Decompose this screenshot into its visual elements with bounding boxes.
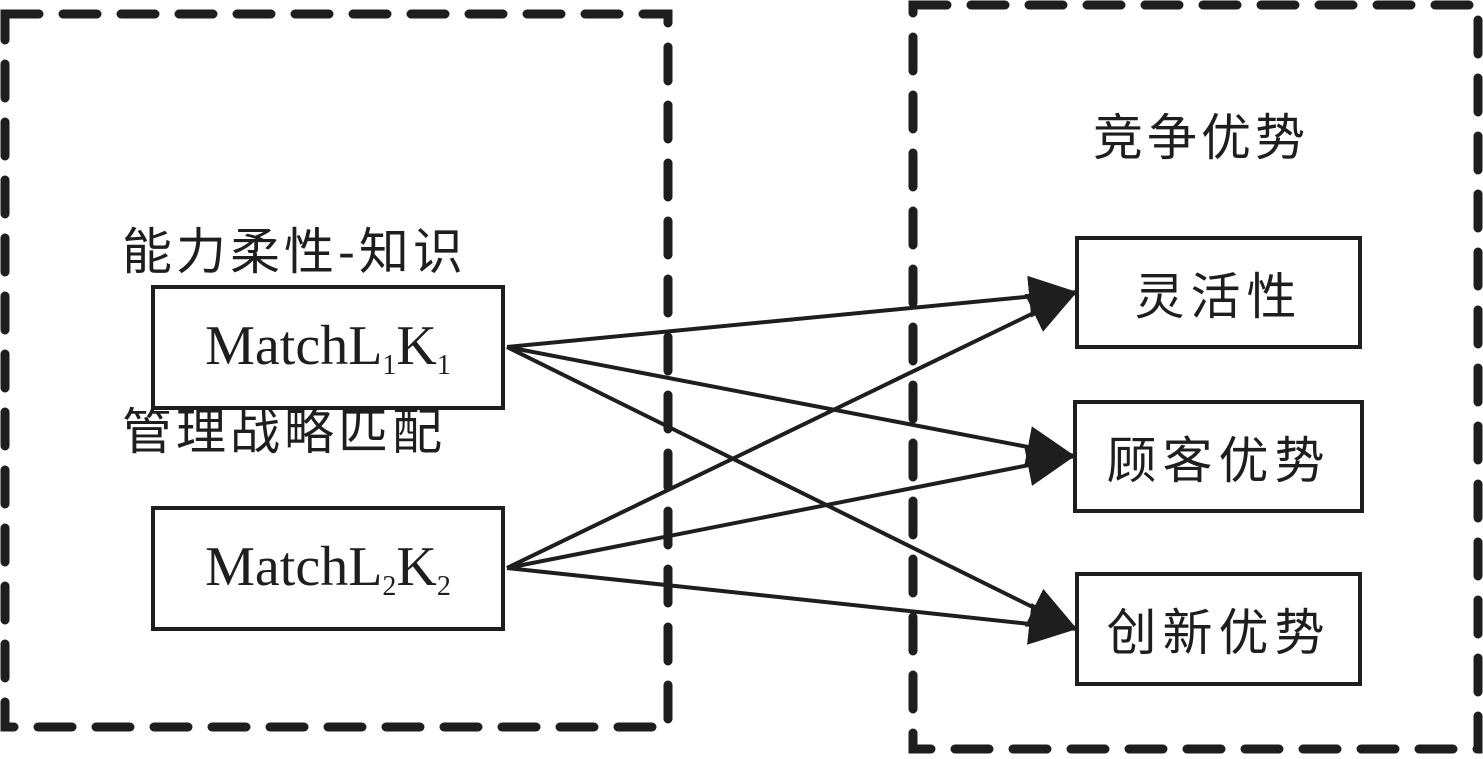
left-group-title-line2: 管理战略匹配	[122, 403, 446, 461]
left-group-title-line1: 能力柔性-知识	[122, 223, 467, 281]
edge-arrow-0	[506, 275, 1078, 349]
node-innovation-advantage: 创新优势	[1075, 572, 1362, 686]
left-group-border	[0, 9, 673, 732]
node-match-l1k1: MatchL1K1	[151, 285, 505, 410]
edge-arrow-1	[506, 345, 1076, 468]
node-match-l1k1-label: MatchL1K1	[205, 314, 451, 381]
node-flexibility-label: 灵活性	[1134, 267, 1303, 326]
node-innovation-advantage-label: 创新优势	[1106, 604, 1331, 662]
right-group-border	[908, 0, 1483, 754]
edge-arrow-2	[506, 345, 1078, 631]
node-flexibility: 灵活性	[1075, 236, 1362, 349]
node-customer-advantage: 顾客优势	[1073, 400, 1364, 513]
edge-arrow-4	[506, 444, 1076, 570]
edge-arrow-3	[506, 290, 1078, 570]
edge-arrow-5	[506, 566, 1078, 645]
node-match-l2k2: MatchL2K2	[151, 506, 505, 631]
right-group-title: 竞争优势	[1093, 109, 1309, 167]
node-customer-advantage-label: 顾客优势	[1106, 431, 1331, 490]
node-match-l2k2-label: MatchL2K2	[205, 535, 451, 602]
left-group-title: 能力柔性-知识 管理战略匹配	[122, 102, 467, 522]
